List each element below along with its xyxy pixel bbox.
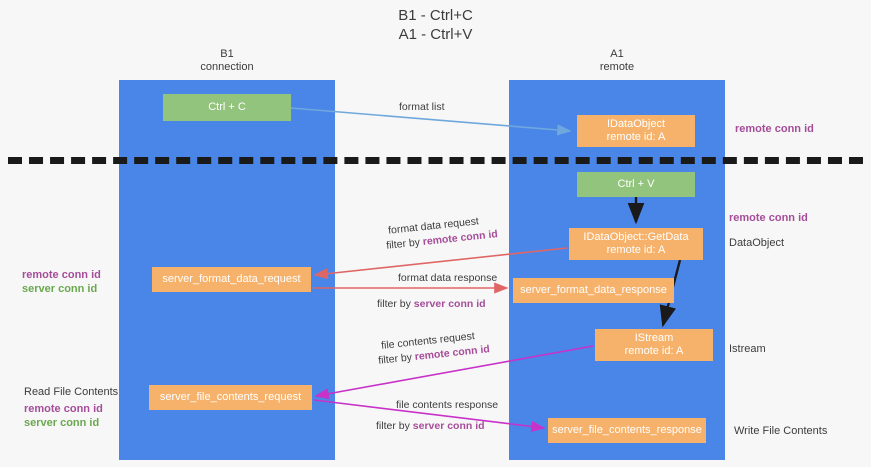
annotation-left-server-conn-id: server conn id (22, 283, 98, 295)
edge-format-list (290, 107, 572, 136)
node-idataobject-getdata[interactable]: IDataObject::GetData remote id: A (569, 228, 703, 260)
node-server-format-data-response[interactable]: server_format_data_response (513, 278, 674, 303)
annotation-istream: Istream (729, 343, 766, 355)
filter-prefix: filter by (377, 298, 414, 310)
node-ctrl-c[interactable]: Ctrl + C (163, 94, 291, 121)
filter-prefix: filter by (377, 351, 416, 367)
filter-prefix: filter by (376, 420, 413, 432)
edge-filter-file-contents-response: filter by server conn id (376, 420, 485, 433)
filter-prefix: filter by (385, 236, 424, 252)
filter-key: server conn id (412, 420, 485, 432)
annotation-left-remote-conn-id-2: remote conn id (24, 403, 103, 415)
annotation-write-file-contents: Write File Contents (734, 425, 828, 437)
phase-divider (8, 157, 863, 164)
edge-label-format-data-response: format data response (398, 272, 498, 284)
annotation-left-remote-conn-id: remote conn id (22, 269, 101, 281)
node-ctrl-v[interactable]: Ctrl + V (577, 172, 695, 197)
annotation-left-conn-ids: remote conn id server conn id (22, 268, 101, 296)
node-idataobject[interactable]: IDataObject remote id: A (577, 115, 695, 147)
annotation-read-file-contents: Read File Contents (24, 386, 119, 398)
edge-file-contents-request (314, 345, 594, 400)
edge-label-format-list: format list (399, 101, 445, 113)
page-title: B1 - Ctrl+C A1 - Ctrl+V (398, 7, 473, 43)
annotation-remote-conn-id-mid: remote conn id (729, 212, 808, 224)
node-server-file-contents-response[interactable]: server_file_contents_response (548, 418, 706, 443)
filter-key: server conn id (413, 298, 486, 310)
annotation-dataobject: DataObject (729, 237, 785, 249)
edge-filter-format-data-response: filter by server conn id (377, 298, 486, 311)
node-istream[interactable]: IStream remote id: A (595, 329, 713, 361)
edge-format-data-request (313, 247, 568, 280)
lane-header-b1: B1 connection (200, 48, 254, 73)
annotation-left-conn-ids-2: remote conn id server conn id (24, 402, 103, 430)
edge-label-file-contents-response: file contents response (396, 399, 499, 411)
node-server-format-data-request[interactable]: server_format_data_request (152, 267, 311, 292)
annotation-remote-conn-id-top: remote conn id (735, 123, 814, 135)
edge-file-contents-response (313, 399, 546, 433)
node-server-file-contents-request[interactable]: server_file_contents_request (149, 385, 312, 410)
annotation-left-server-conn-id-2: server conn id (24, 417, 100, 429)
lane-header-a1: A1 remote (599, 48, 635, 73)
